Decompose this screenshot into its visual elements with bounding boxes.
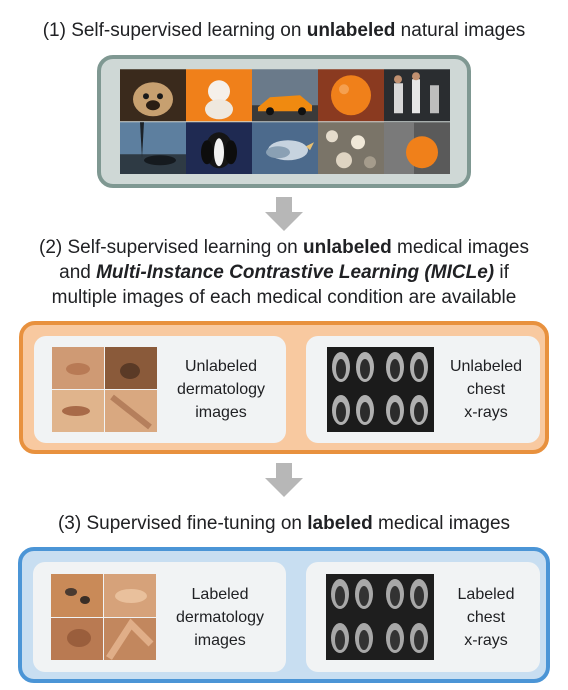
derm-label-line1: Labeled (191, 586, 249, 603)
dermatology-image-grid (51, 574, 156, 660)
natural-image-bird (252, 121, 318, 174)
xray-label-line1: Labeled (457, 586, 515, 603)
labeled-dermatology-card: Labeled dermatology images (33, 562, 286, 672)
xray-label-line3: x-rays (464, 632, 508, 649)
stage3-heading-text: (3) Supervised fine-tuning on (57, 513, 308, 534)
micle-emphasis: Multi-Instance Contrastive Learning (MIC… (96, 262, 495, 283)
stage2-heading-line1: (2) Self-supervised learning on unlabele… (0, 236, 568, 260)
labeled-dermatology-label: Labeled dermatology images (161, 583, 279, 652)
natural-image-orange-object (318, 69, 384, 122)
natural-image-dog (120, 69, 186, 122)
derm-label-line2: dermatology (176, 381, 266, 398)
stage3-labeled-medical-panel: Labeled dermatology images Labeled chest… (18, 547, 550, 683)
natural-image-car (252, 69, 318, 122)
chest-xray-grid (326, 574, 434, 660)
derm-label-line1: Unlabeled (184, 358, 258, 375)
stage1-heading-tail: natural images (395, 20, 526, 41)
down-arrow-icon (265, 463, 303, 497)
derm-label-line3: images (195, 404, 247, 421)
xray-label-line2: chest (466, 381, 506, 398)
stage1-natural-images-panel (97, 55, 471, 188)
natural-image-street (120, 121, 186, 174)
stage3-heading-tail: medical images (372, 513, 511, 534)
labeled-xray-label: Labeled chest x-rays (438, 583, 534, 652)
unlabeled-xray-label: Unlabeled chest x-rays (438, 355, 534, 424)
chest-xray-grid (327, 347, 434, 432)
dermatology-image-grid (52, 347, 157, 432)
unlabeled-dermatology-card: Unlabeled dermatology images (34, 336, 286, 443)
stage2-heading-line1-tail: medical images (391, 237, 529, 258)
stage2-heading-line1-bold: unlabeled (303, 237, 392, 258)
stage2-heading-line2-tail: if (494, 262, 509, 283)
stage1-heading: (1) Self-supervised learning on unlabele… (0, 19, 568, 43)
xray-label-line3: x-rays (464, 404, 508, 421)
xray-label-line2: chest (466, 609, 506, 626)
stage1-heading-bold: unlabeled (306, 20, 396, 41)
stage2-heading-line2-text: and (59, 262, 97, 283)
natural-image-spaniel (186, 121, 252, 174)
stage2-heading-line2: and Multi-Instance Contrastive Learning … (0, 261, 568, 285)
stage1-heading-text: (1) Self-supervised learning on (42, 20, 307, 41)
natural-images-mosaic (120, 69, 450, 174)
unlabeled-dermatology-label: Unlabeled dermatology images (162, 355, 280, 424)
stage3-heading-bold: labeled (307, 513, 373, 534)
stage3-heading: (3) Supervised fine-tuning on labeled me… (0, 512, 568, 536)
labeled-xray-card: Labeled chest x-rays (306, 562, 540, 672)
stage2-unlabeled-medical-panel: Unlabeled dermatology images Unlabeled c… (19, 321, 549, 454)
derm-label-line2: dermatology (175, 609, 265, 626)
natural-image-flowers (318, 121, 384, 174)
natural-image-poodle (186, 69, 252, 122)
down-arrow-icon (265, 197, 303, 231)
derm-label-line3: images (194, 632, 246, 649)
natural-image-orange-fruit (384, 121, 450, 174)
stage2-heading-line1-text: (2) Self-supervised learning on (39, 237, 304, 258)
natural-image-people (384, 69, 450, 122)
stage2-heading-line3: multiple images of each medical conditio… (51, 287, 517, 308)
xray-label-line1: Unlabeled (449, 358, 523, 375)
unlabeled-xray-card: Unlabeled chest x-rays (306, 336, 540, 443)
